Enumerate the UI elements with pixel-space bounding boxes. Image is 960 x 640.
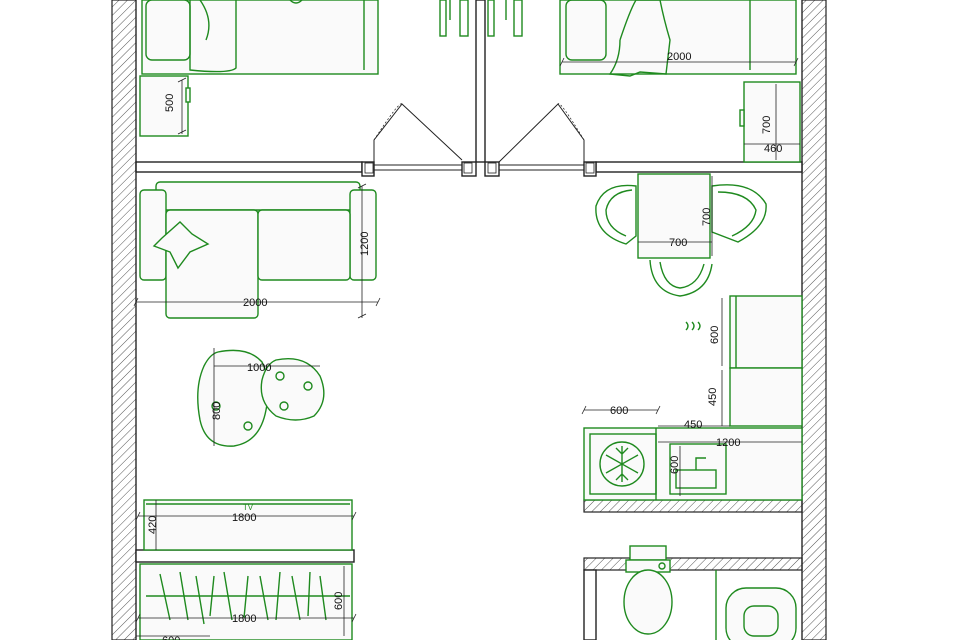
dim-tv-depth: 420: [147, 516, 159, 534]
heat-icon: [685, 321, 701, 331]
left-bedroom: [139, 0, 379, 137]
wardrobe: [139, 563, 353, 640]
rug: [197, 349, 325, 447]
snowflake-icon: [599, 441, 645, 487]
bedroom-closets: [439, 0, 523, 37]
dim-nightstand-height: 700: [761, 116, 773, 134]
doors: [364, 103, 595, 174]
dimension-annotations: 500 2000 700 460 1200 2000 700 700 1000 …: [133, 51, 802, 640]
door-leaf-right: [498, 103, 585, 163]
wardrobe-wall: [135, 549, 355, 563]
dim-kitchen-run: 1200: [716, 437, 740, 449]
pillow-left: [145, 0, 191, 61]
bedroom-divider-wall: [475, 0, 486, 163]
dining-set: [595, 173, 767, 297]
dim-wardrobe-width: 1800: [232, 613, 256, 625]
chair-left: [595, 184, 637, 245]
counter: [583, 427, 803, 501]
tv-label: TV: [243, 503, 254, 512]
dim-table-depth: 700: [701, 208, 713, 226]
cabinet-lower: [729, 367, 803, 427]
sink: [669, 443, 727, 495]
right-bedroom: [559, 0, 801, 163]
door-leaf-left: [373, 103, 463, 162]
right-outer-wall: [801, 0, 827, 640]
bedroom-wall-left: [135, 161, 363, 173]
dim-bed-left-width: 500: [164, 94, 176, 112]
cushion: [152, 221, 210, 270]
chair-right: [711, 184, 767, 243]
kitchen-bottom-wall: [583, 499, 803, 513]
sofa-back: [155, 181, 361, 211]
dim-sofa-depth: 1200: [359, 232, 371, 256]
tv-stand: TV: [143, 499, 353, 551]
faucet: [695, 457, 706, 470]
dim-tv-width: 1800: [232, 512, 256, 524]
dim-counter-gap: 450: [707, 388, 719, 406]
cabinet-upper: [729, 295, 803, 369]
bathroom: [623, 545, 797, 640]
blanket-fold: [199, 0, 210, 41]
dim-sofa-width: 2000: [243, 297, 267, 309]
dim-fridge-depth: 600: [709, 326, 721, 344]
left-outer-wall: [111, 0, 137, 640]
dim-wardrobe-depth: 600: [333, 592, 345, 610]
sofa: [139, 181, 377, 319]
bedroom-wall-right: [595, 161, 803, 173]
chair-bottom: [649, 259, 713, 297]
pillow-right: [565, 0, 607, 61]
tv-unit: [143, 499, 353, 551]
dim-sink-depth: 600: [669, 456, 681, 474]
dim-wardrobe-bottom: 600: [162, 635, 180, 640]
dining-table: [637, 173, 711, 259]
dim-rug-depth: 800: [211, 402, 223, 420]
bathroom-left-wall: [583, 569, 597, 640]
dim-rug-width: 1000: [247, 362, 271, 374]
nightstand-left: [139, 75, 189, 137]
blanket-left: [189, 0, 237, 73]
dim-bed-right-length: 2000: [667, 51, 691, 63]
dim-counter-side: 450: [684, 419, 702, 431]
bathroom-top-wall: [583, 557, 803, 571]
sofa-arm-left: [139, 189, 167, 281]
nightstand-right: [743, 81, 801, 163]
toilet-bowl: [623, 569, 673, 635]
toilet-tank: [629, 545, 667, 561]
dim-nightstand-width: 460: [764, 143, 782, 155]
dim-counter-width: 600: [610, 405, 628, 417]
dim-table-width: 700: [669, 237, 687, 249]
kitchen: [583, 295, 803, 501]
bidet: [725, 587, 797, 640]
sofa-seat: [257, 209, 351, 281]
